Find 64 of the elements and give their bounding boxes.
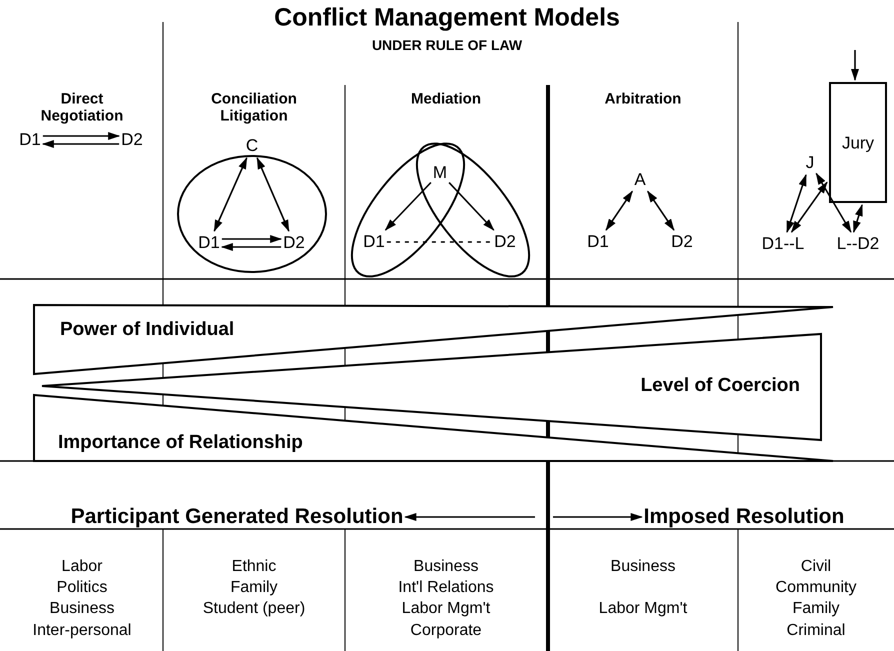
party-label: L--D2	[836, 234, 880, 254]
jury-label: Jury	[842, 134, 874, 151]
double-arrow	[790, 181, 828, 233]
wedge-band	[34, 395, 833, 461]
double-arrow	[605, 190, 633, 231]
double-arrow	[214, 157, 248, 232]
wedge-label: Importance of Relationship	[58, 432, 303, 454]
cell-text: Business	[610, 558, 676, 576]
double-arrow	[816, 172, 852, 233]
party-label: A	[634, 170, 646, 190]
cell-text: Labor	[62, 558, 102, 576]
resolution-label: Imposed Resolution	[644, 505, 844, 529]
cell-text: Family	[792, 600, 840, 618]
cell-text: Civil	[800, 558, 832, 576]
party-label: J	[806, 153, 814, 173]
column-heading: Arbitration	[604, 90, 682, 108]
diagram-title: Conflict Management Models	[274, 4, 620, 32]
double-arrow	[786, 174, 807, 233]
party-label: D2	[283, 233, 305, 253]
party-label: D1--L	[762, 234, 804, 254]
cell-text: Inter-personal	[32, 622, 132, 640]
party-label: D2	[671, 232, 693, 252]
column-heading: Conciliation Litigation	[210, 92, 298, 124]
arrow	[384, 182, 432, 231]
arrow	[851, 50, 859, 81]
cell-text: Politics	[56, 579, 108, 597]
party-label: D1	[19, 130, 41, 150]
double-arrow	[852, 204, 863, 233]
wedge-band	[34, 305, 833, 374]
cell-text: Labor Mgm't	[598, 600, 688, 618]
party-label: D2	[121, 130, 143, 150]
cell-text: Int'l Relations	[398, 579, 494, 597]
party-label: M	[432, 163, 448, 183]
column-heading: Mediation	[411, 90, 481, 108]
cell-text: Ethnic	[232, 558, 276, 576]
arrow	[553, 513, 643, 521]
double-arrow	[256, 157, 290, 232]
cell-text: Family	[230, 579, 278, 597]
subtitle: UNDER RULE OF LAW	[372, 37, 522, 53]
dashed-line	[386, 241, 492, 243]
party-label: D2	[494, 232, 516, 252]
party-label: C	[246, 136, 258, 156]
cell-text: Criminal	[786, 622, 846, 640]
cell-text: Business	[50, 600, 114, 618]
arrow	[42, 132, 120, 140]
wedge-label: Level of Coercion	[640, 375, 800, 397]
cell-text: Student (peer)	[202, 600, 306, 618]
party-label: D1	[587, 232, 609, 252]
arrow	[404, 513, 535, 521]
jury-box	[829, 82, 887, 203]
cell-text: Corporate	[410, 622, 482, 640]
cell-text: Labor Mgm't	[402, 600, 490, 618]
party-label: D1	[198, 233, 220, 253]
resolution-label: Participant Generated Resolution	[70, 505, 404, 529]
arrow	[42, 140, 120, 148]
wedge-label: Power of Individual	[60, 319, 234, 341]
double-arrow	[647, 190, 675, 231]
arrow	[222, 235, 282, 243]
arrow	[448, 182, 494, 231]
cell-text: Community	[776, 579, 856, 597]
cell-text: Business	[414, 558, 478, 576]
arrow	[220, 243, 282, 251]
party-label: D1	[363, 232, 385, 252]
column-heading: Direct Negotiation	[40, 92, 124, 124]
